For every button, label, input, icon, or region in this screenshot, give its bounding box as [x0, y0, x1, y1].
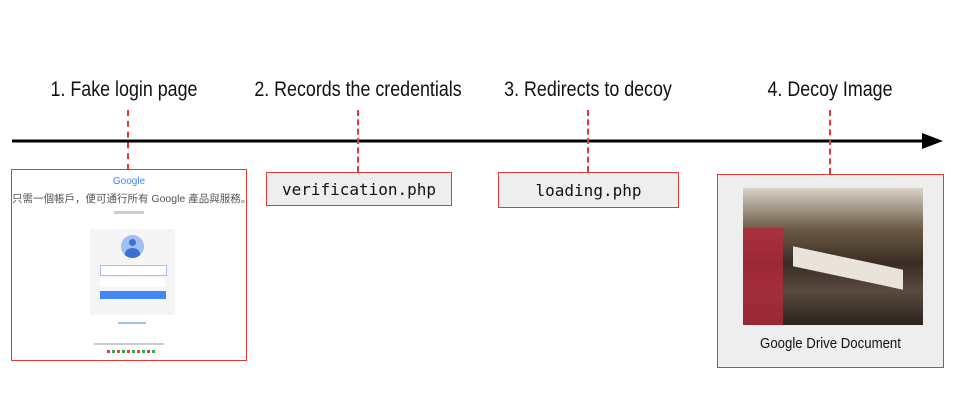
decoy-box: Google Drive Document [717, 174, 944, 368]
fake-login-screenshot: Google 只需一個帳戶，便可通行所有 Google 產品與服務。 [11, 169, 247, 361]
login-headline: 只需一個帳戶，便可通行所有 Google 產品與服務。 [12, 193, 247, 205]
avatar-icon [121, 235, 144, 258]
google-logo: Google [112, 176, 146, 187]
connector-4 [829, 110, 831, 174]
verification-php-label: verification.php [281, 179, 437, 199]
login-card [90, 229, 175, 315]
decoy-caption: Google Drive Document [760, 335, 901, 352]
step-1-label: 1. Fake login page [50, 78, 198, 101]
loading-php-label: loading.php [535, 180, 642, 200]
step-3-label: 3. Redirects to decoy [504, 78, 672, 101]
sign-in-button[interactable] [100, 291, 166, 299]
loading-php-box: loading.php [498, 172, 679, 208]
step-4-label: 4. Decoy Image [767, 78, 893, 101]
password-field[interactable] [100, 278, 165, 287]
decoy-photo [743, 188, 923, 325]
connector-1 [127, 110, 129, 170]
connector-2 [357, 110, 359, 172]
connector-3 [587, 110, 589, 172]
step-2-label: 2. Records the credentials [254, 78, 462, 101]
verification-php-box: verification.php [266, 172, 452, 206]
email-field[interactable] [100, 265, 167, 276]
